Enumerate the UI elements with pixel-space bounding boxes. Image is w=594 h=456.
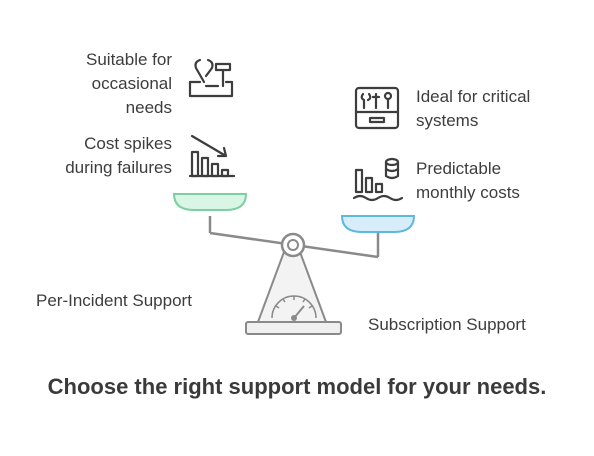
left-point-1-line1: Suitable for xyxy=(86,50,172,69)
left-option-label: Per-Incident Support xyxy=(36,291,192,310)
left-point-2-line1: Cost spikes xyxy=(84,134,172,153)
left-point-1-line2: occasional xyxy=(91,74,172,93)
left-point-2-line2: during failures xyxy=(65,158,172,177)
left-point-2: Cost spikes during failures xyxy=(20,132,172,180)
right-point-2-line2: monthly costs xyxy=(416,183,520,202)
left-point-1-line3: needs xyxy=(125,98,172,117)
right-option-label: Subscription Support xyxy=(368,315,526,334)
toolbox-panel-icon xyxy=(354,86,400,130)
right-point-1-line1: Ideal for critical xyxy=(416,87,531,106)
scale-base xyxy=(245,321,342,335)
right-pan xyxy=(340,215,416,233)
declining-bar-chart-icon xyxy=(188,134,236,178)
coins-bar-chart-icon xyxy=(352,157,404,202)
gauge-ticks xyxy=(275,296,313,309)
right-point-2: Predictable monthly costs xyxy=(416,157,586,205)
right-point-2-line1: Predictable xyxy=(416,159,502,178)
pivot-inner xyxy=(287,239,299,251)
right-point-1-line2: systems xyxy=(416,111,479,130)
right-point-1: Ideal for critical systems xyxy=(416,85,586,133)
left-pan xyxy=(172,193,248,211)
gauge-hub xyxy=(291,315,297,321)
left-point-1: Suitable for occasional needs xyxy=(20,48,172,120)
diagram-caption: Choose the right support model for your … xyxy=(47,374,547,399)
tools-box-icon xyxy=(188,58,234,98)
